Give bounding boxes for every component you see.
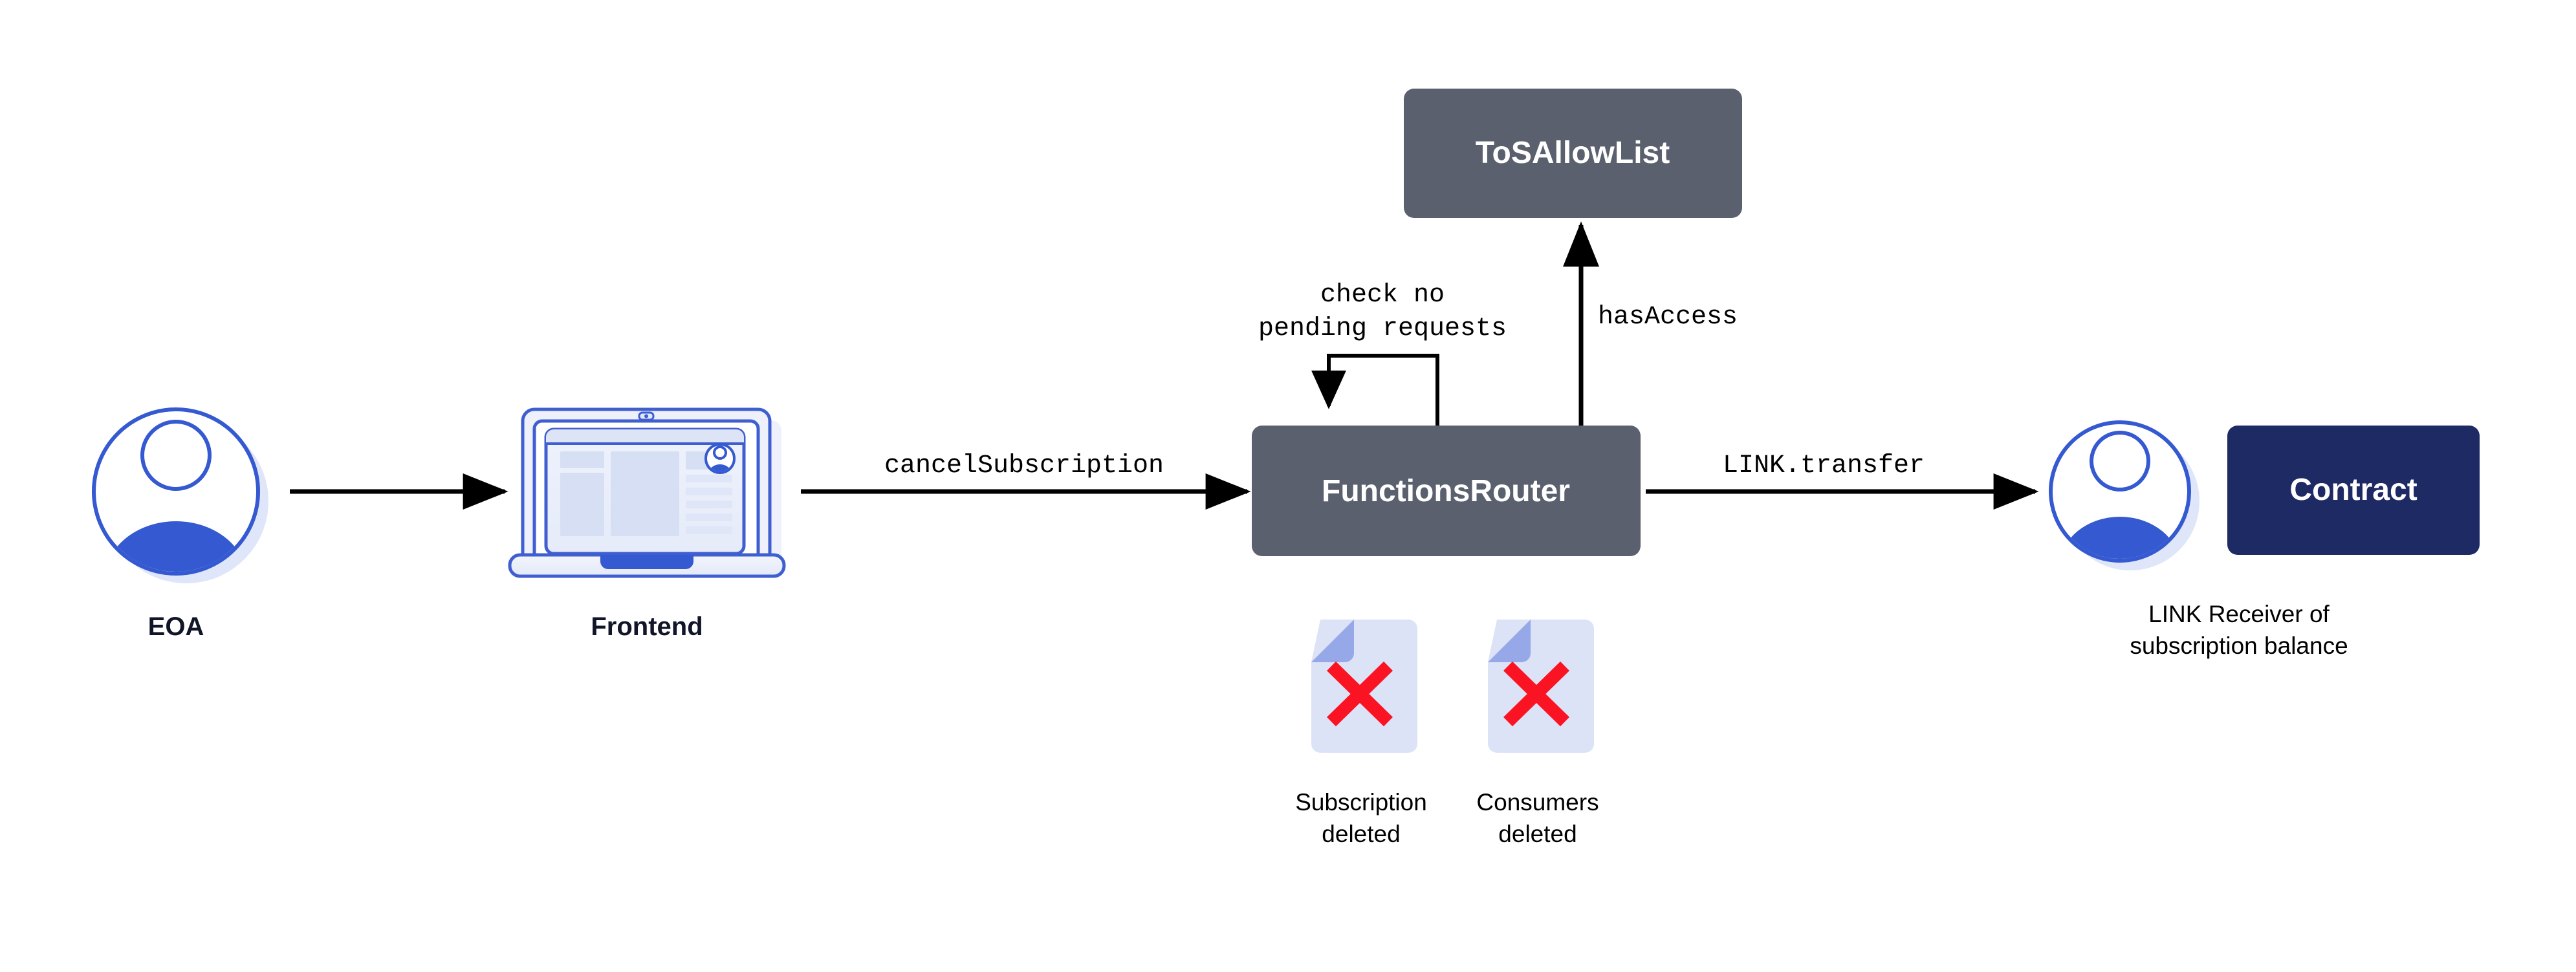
screen-avatar-icon (704, 443, 736, 474)
edge-label-check-no-pending-line2: pending requests (1258, 314, 1507, 343)
edge-router-to-receiver: LINK.transfer (1646, 451, 2039, 510)
node-functions-router[interactable]: FunctionsRouter (1252, 426, 1641, 556)
artifact-consumers-deleted-line1: Consumers (1476, 789, 1599, 815)
document-deleted-icon (1488, 620, 1594, 753)
node-contract[interactable]: Contract (2227, 426, 2480, 555)
artifact-subscription-deleted-line2: deleted (1322, 821, 1400, 847)
artifact-subscription-deleted-line1: Subscription (1295, 789, 1427, 815)
red-x-icon (1503, 661, 1569, 727)
user-avatar-icon (92, 407, 268, 583)
laptop-icon (508, 407, 786, 578)
artifact-subscription-deleted[interactable]: Subscription deleted (1295, 620, 1427, 847)
node-functions-router-label: FunctionsRouter (1322, 474, 1570, 508)
node-link-receiver[interactable]: LINK Receiver of subscription balance (2049, 420, 2348, 659)
node-eoa-label: EOA (148, 612, 204, 641)
node-frontend[interactable]: Frontend (508, 407, 786, 641)
edge-router-to-tos: hasAccess (1563, 221, 1738, 426)
node-tos-allow-list-label: ToSAllowList (1476, 136, 1670, 170)
node-contract-label: Contract (2289, 473, 2417, 507)
red-x-icon (1327, 661, 1393, 727)
artifact-consumers-deleted[interactable]: Consumers deleted (1476, 620, 1599, 847)
user-avatar-icon (2049, 420, 2199, 570)
node-link-receiver-caption-line2: subscription balance (2130, 632, 2348, 659)
node-tos-allow-list[interactable]: ToSAllowList (1404, 89, 1742, 218)
edge-label-cancel-subscription: cancelSubscription (884, 451, 1164, 481)
edge-frontend-to-router: cancelSubscription (801, 451, 1251, 510)
node-frontend-label: Frontend (591, 612, 703, 641)
edge-label-check-no-pending-line1: check no (1320, 281, 1445, 310)
node-link-receiver-caption-line1: LINK Receiver of (2148, 601, 2330, 627)
node-eoa[interactable]: EOA (92, 407, 268, 641)
edge-router-self-loop: check no pending requests (1258, 281, 1507, 426)
document-deleted-icon (1311, 620, 1417, 753)
artifact-consumers-deleted-line2: deleted (1498, 821, 1577, 847)
edge-label-has-access: hasAccess (1598, 303, 1738, 332)
edge-label-link-transfer: LINK.transfer (1723, 451, 1925, 481)
